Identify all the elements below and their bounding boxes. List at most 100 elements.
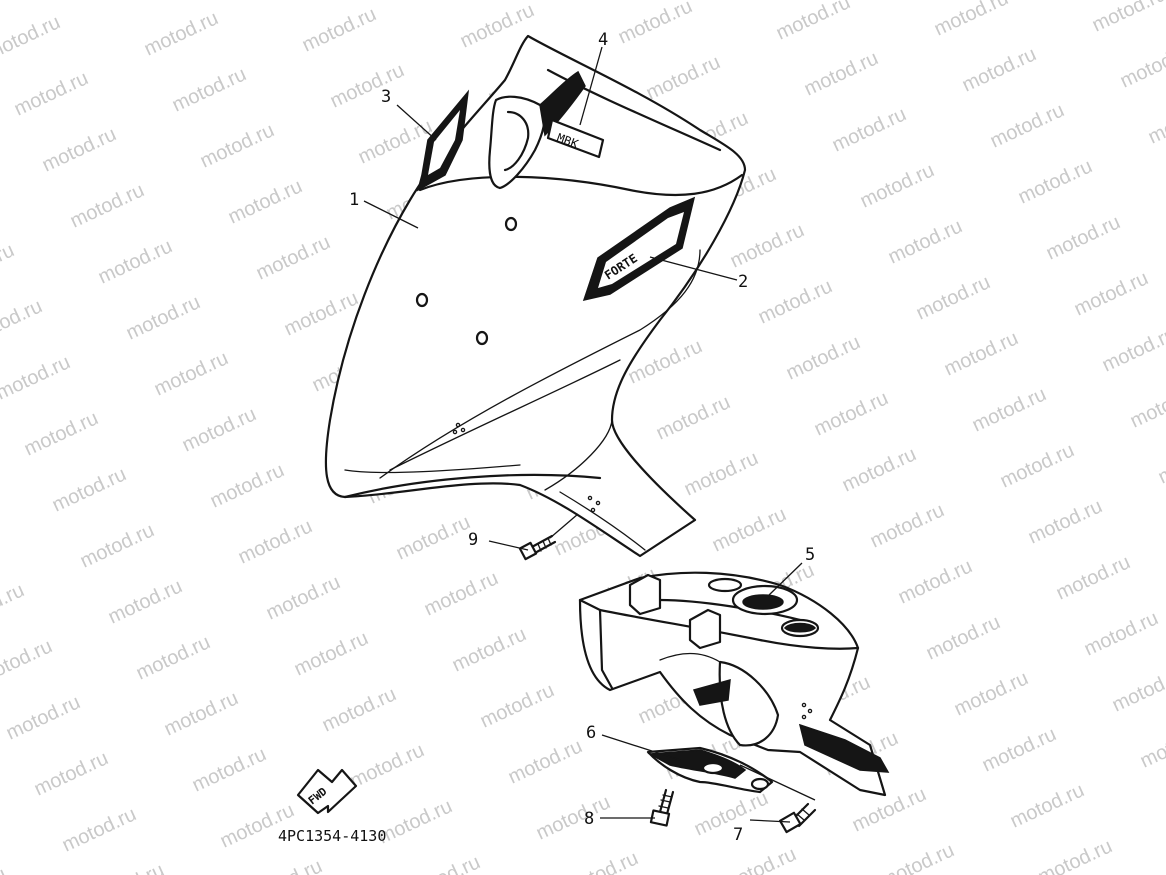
watermark-text: motod.ru xyxy=(773,0,854,45)
watermark-text: motod.ru xyxy=(133,631,214,684)
watermark-text: motod.ru xyxy=(1127,379,1166,432)
watermark-text: motod.ru xyxy=(1099,323,1166,376)
watermark-text: motod.ru xyxy=(969,383,1050,436)
watermark-text: motod.ru xyxy=(783,331,864,384)
screw-9 xyxy=(518,534,557,561)
watermark-text: motod.ru xyxy=(113,0,194,5)
watermark-text: motod.ru xyxy=(123,291,204,344)
watermark-text: motod.ru xyxy=(867,499,948,552)
watermark-text: motod.ru xyxy=(271,0,352,1)
watermark-text: motod.ru xyxy=(727,219,808,272)
callout-labels: 1 2 3 4 5 6 7 8 9 xyxy=(349,30,815,845)
watermark-text: motod.ru xyxy=(1043,211,1124,264)
watermark-text: motod.ru xyxy=(709,503,790,556)
watermark-text: motod.ru xyxy=(931,0,1012,41)
callout-2: 2 xyxy=(738,272,748,292)
watermark-text: motod.ru xyxy=(245,855,326,875)
watermark-text: motod.ru xyxy=(979,723,1060,776)
watermark-text: motod.ru xyxy=(263,571,344,624)
watermark-text: motod.ru xyxy=(319,683,400,736)
front-leg-shield xyxy=(324,34,747,558)
watermark-text: motod.ru xyxy=(941,327,1022,380)
watermark-text: motod.ru xyxy=(39,123,120,176)
callout-7: 7 xyxy=(733,825,743,845)
watermark-text: motod.ru xyxy=(951,667,1032,720)
watermark-text: motod.ru xyxy=(0,11,64,64)
watermark-text: motod.ru xyxy=(895,555,976,608)
diagram-code: 4PC1354-4130 xyxy=(278,827,386,845)
inner-panel xyxy=(578,571,890,797)
watermark-text: motod.ru xyxy=(1081,607,1162,660)
watermark-text: motod.ru xyxy=(811,387,892,440)
watermark-text: motod.ru xyxy=(77,519,158,572)
side-cover-tab xyxy=(416,89,470,192)
watermark-text: motod.ru xyxy=(421,567,502,620)
watermark-text: motod.ru xyxy=(801,47,882,100)
watermark-text: motod.ru xyxy=(105,575,186,628)
watermark-text: motod.ru xyxy=(0,579,28,632)
watermark-text: motod.ru xyxy=(885,215,966,268)
watermark-text: motod.ru xyxy=(1089,0,1166,37)
watermark-text: motod.ru xyxy=(59,803,140,856)
watermark-text: motod.ru xyxy=(1035,835,1116,875)
watermark-text: motod.ru xyxy=(299,3,380,56)
watermark-text: motod.ru xyxy=(1109,663,1166,716)
watermark-text: motod.ru xyxy=(755,275,836,328)
watermark-text: motod.ru xyxy=(987,99,1068,152)
watermark-text: motod.ru xyxy=(67,179,148,232)
callout-5: 5 xyxy=(805,545,815,565)
watermark-text: motod.ru xyxy=(0,239,18,292)
watermark-text: motod.ru xyxy=(857,159,938,212)
watermark-text: motod.ru xyxy=(197,119,278,172)
screw-8 xyxy=(649,788,675,827)
watermark-text: motod.ru xyxy=(829,103,910,156)
watermark-text: motod.ru xyxy=(161,687,242,740)
watermark-text: motod.ru xyxy=(877,839,958,875)
watermark-text: motod.ru xyxy=(1025,495,1106,548)
watermark-text: motod.ru xyxy=(207,459,288,512)
watermark-text: motod.ru xyxy=(393,511,474,564)
watermark-text: motod.ru xyxy=(997,439,1078,492)
watermark-text: motod.ru xyxy=(681,447,762,500)
watermark-text: motod.ru xyxy=(347,739,428,792)
watermark-text: motod.ru xyxy=(1155,435,1166,488)
watermark-text: motod.ru xyxy=(0,351,74,404)
watermark-text: motod.ru xyxy=(403,851,484,875)
watermark-text: motod.ru xyxy=(449,623,530,676)
watermark-text: motod.ru xyxy=(653,391,734,444)
brand-badge: MBK xyxy=(546,118,605,159)
callout-9: 9 xyxy=(468,530,478,550)
watermark-text: motod.ru xyxy=(691,787,772,840)
watermark-text: motod.ru xyxy=(923,611,1004,664)
watermark-text: motod.ru xyxy=(1071,267,1152,320)
forward-direction-arrow: FWD xyxy=(296,768,358,815)
watermark-text: motod.ru xyxy=(505,735,586,788)
watermark-text: motod.ru xyxy=(913,271,994,324)
watermark-text: motod.ru xyxy=(291,627,372,680)
watermark-text: motod.ru xyxy=(615,0,696,49)
watermark-text: motod.ru xyxy=(839,443,920,496)
watermark-text: motod.ru xyxy=(1015,155,1096,208)
model-emblem: FORTE xyxy=(582,196,696,302)
watermark-text: motod.ru xyxy=(375,795,456,848)
watermark-text: motod.ru xyxy=(253,231,334,284)
watermark-text: motod.ru xyxy=(0,863,10,875)
watermark-text: motod.ru xyxy=(959,43,1040,96)
watermark-text: motod.ru xyxy=(643,51,724,104)
watermark-text: motod.ru xyxy=(169,63,250,116)
watermark-text: motod.ru xyxy=(87,859,168,875)
watermark-text: motod.ru xyxy=(719,843,800,875)
watermark-text: motod.ru xyxy=(179,403,260,456)
watermark-text: motod.ru xyxy=(95,235,176,288)
watermark-text: motod.ru xyxy=(11,67,92,120)
watermark-text: motod.ru xyxy=(49,463,130,516)
callout-3: 3 xyxy=(381,87,391,107)
watermark-text: motod.ru xyxy=(327,59,408,112)
watermark-text: motod.ru xyxy=(1145,95,1166,148)
watermark-text: motod.ru xyxy=(355,115,436,168)
leader-lines xyxy=(363,46,816,823)
callout-8: 8 xyxy=(584,809,594,829)
bolt-7 xyxy=(778,802,817,834)
